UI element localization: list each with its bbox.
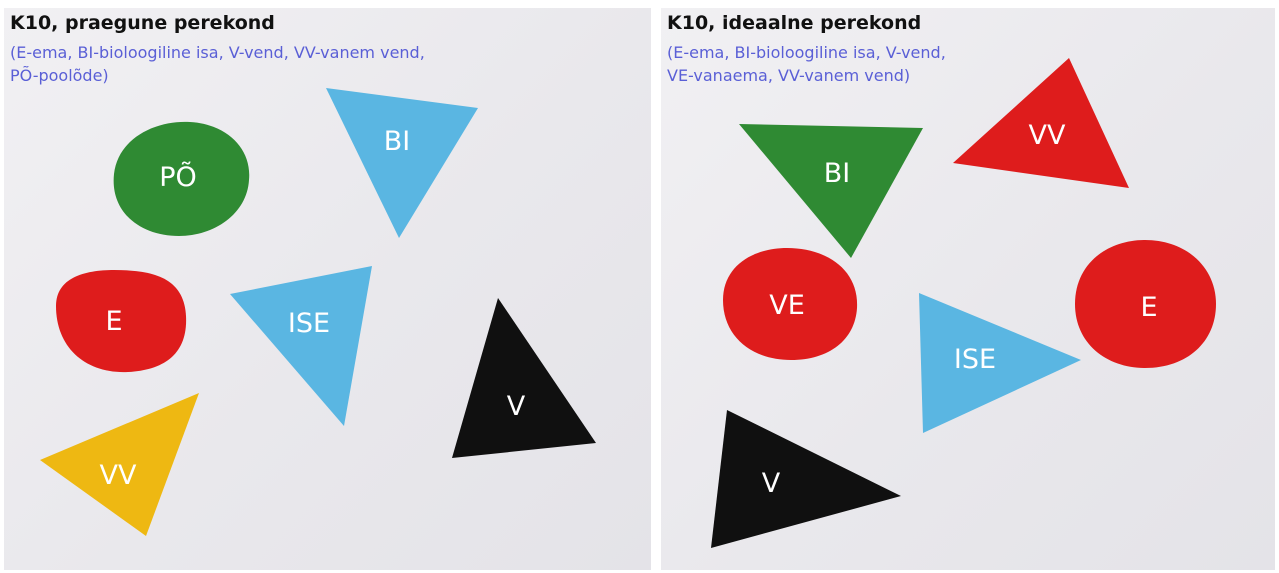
biological-father-triangle: BI	[326, 88, 478, 238]
legend-current: (E-ema, BI-bioloogiline isa, V-vend, VV-…	[10, 41, 425, 87]
panel-title-current: K10, praegune perekond	[10, 12, 275, 34]
brother-triangle: V	[711, 410, 901, 548]
shape-label-v: V	[762, 468, 781, 499]
legend-line-1: (E-ema, BI-bioloogiline isa, V-vend, VV-…	[10, 43, 425, 62]
shape-label-vv: VV	[100, 460, 137, 491]
shape-label-ise: ISE	[954, 344, 996, 375]
shape-label-v: V	[507, 391, 526, 422]
older-brother-triangle: VV	[953, 58, 1129, 188]
shape-label-e: E	[1140, 292, 1157, 323]
panel-title-ideal: K10, ideaalne perekond	[667, 12, 922, 34]
shape-label-bi: BI	[384, 126, 411, 157]
shapes-current: PÕ BI E ISE V VV	[40, 88, 596, 536]
older-brother-triangle: VV	[40, 393, 199, 536]
shape-label-ve: VE	[769, 290, 805, 321]
mother-circle: E	[1075, 240, 1216, 368]
photo-panel-current-family: K10, praegune perekond (E-ema, BI-bioloo…	[4, 8, 651, 570]
brother-triangle: V	[452, 298, 596, 458]
grandmother-circle: VE	[723, 248, 858, 360]
shapes-ideal: BI VV VE E ISE V	[711, 58, 1216, 548]
legend-line-1: (E-ema, BI-bioloogiline isa, V-vend,	[667, 43, 946, 62]
legend-line-2: PÕ-poolõde)	[10, 66, 109, 85]
shape-label-bi: BI	[824, 158, 851, 189]
biological-father-triangle: BI	[739, 124, 923, 258]
shape-label-ise: ISE	[288, 308, 330, 339]
shape-label-po: PÕ	[159, 161, 197, 193]
shape-label-e: E	[105, 306, 122, 337]
legend-line-2: VE-vanaema, VV-vanem vend)	[667, 66, 911, 85]
self-triangle: ISE	[230, 266, 372, 426]
shape-label-vv: VV	[1029, 120, 1066, 151]
photo-panel-ideal-family: K10, ideaalne perekond (E-ema, BI-bioloo…	[661, 8, 1275, 570]
self-triangle: ISE	[919, 293, 1081, 433]
half-sister-circle: PÕ	[113, 121, 250, 236]
mother-shape: E	[56, 270, 187, 373]
legend-ideal: (E-ema, BI-bioloogiline isa, V-vend, VE-…	[667, 41, 946, 87]
